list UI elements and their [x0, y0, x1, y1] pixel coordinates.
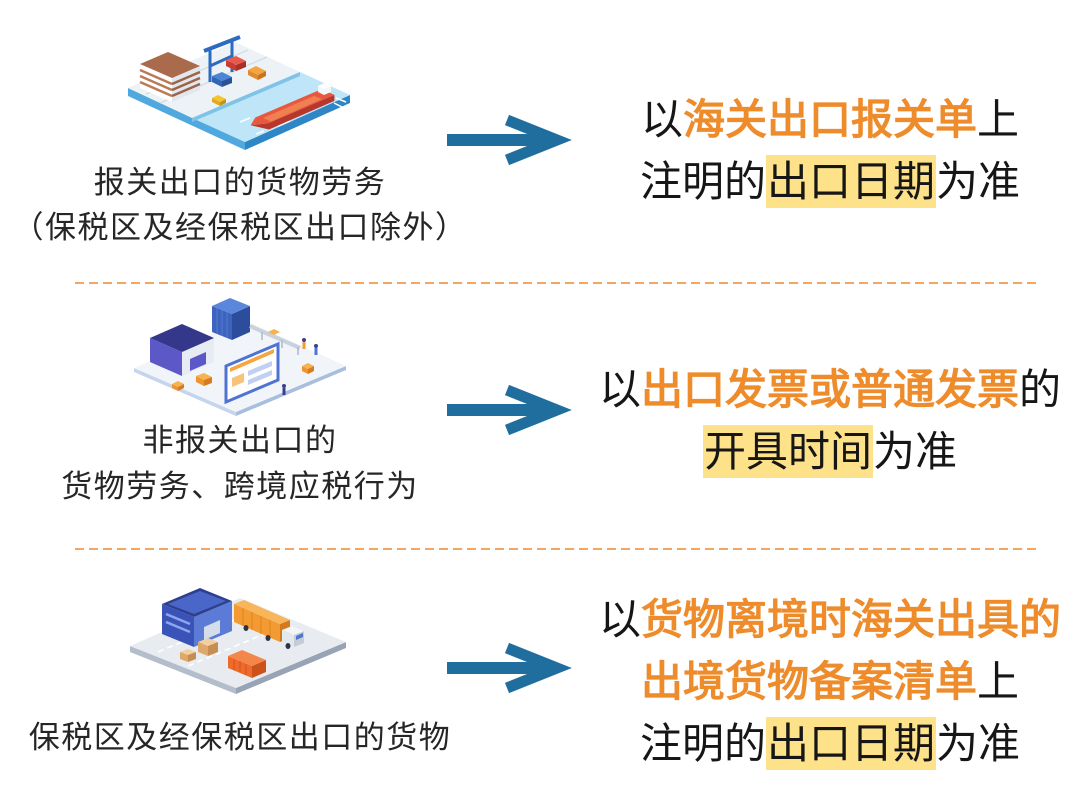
- shipping-containers: [212, 56, 266, 87]
- rule-text-plain: 为准: [873, 427, 958, 476]
- rule-text: 以出口发票或普通发票的 开具时间为准: [590, 359, 1070, 483]
- bonded-warehouse-truck-illustration-icon: [130, 588, 346, 694]
- rule-text-plain: 以: [640, 95, 683, 144]
- rule-text-plain: 以: [598, 595, 641, 644]
- rule-text-emphasis: 海关出口报关单: [682, 95, 977, 144]
- rule-text-emphasis: 货物离境时海关出具的: [641, 595, 1062, 644]
- workers: [282, 338, 318, 395]
- rule-text-highlight: 出口日期: [765, 155, 936, 208]
- caption-line: （保税区及经保税区出口除外）: [12, 210, 468, 246]
- arrow-right-icon: [447, 385, 572, 435]
- blue-warehouse: [162, 588, 232, 647]
- rule-text-plain: 的: [1019, 365, 1062, 414]
- rule-line: 以海关出口报关单上: [590, 89, 1070, 151]
- rule-text-highlight: 出口日期: [765, 717, 936, 770]
- orange-truck: [234, 600, 304, 649]
- caption-line: 保税区及经保税区出口的货物: [28, 720, 452, 756]
- rule-line: 注明的出口日期为准: [590, 151, 1070, 213]
- dashed-divider: [75, 282, 1040, 284]
- rule-line: 开具时间为准: [590, 421, 1070, 483]
- rule-text-plain: 为准: [936, 719, 1021, 768]
- rule-line: 以出口发票或普通发票的: [590, 359, 1070, 421]
- rule-line: 以货物离境时海关出具的: [590, 589, 1070, 651]
- rule-line: 出境货物备案清单上: [590, 651, 1070, 713]
- conveyor-belt: [249, 324, 301, 355]
- yard-platform: [130, 598, 346, 694]
- rule-text-highlight: 开具时间: [702, 425, 873, 478]
- rule-text: 以货物离境时海关出具的 出境货物备案清单上 注明的出口日期为准: [590, 589, 1070, 775]
- rule-text-plain: 注明的: [639, 719, 766, 768]
- stacked-boxes: [180, 638, 218, 662]
- rule-text-plain: 为准: [936, 157, 1021, 206]
- purple-warehouse: [150, 324, 214, 376]
- blue-container: [212, 298, 250, 340]
- caption-line: 非报关出口的: [142, 423, 338, 459]
- arrow-right-icon: [447, 115, 572, 165]
- port-illustration-icon: [128, 35, 350, 150]
- caption-line: 货物劳务、跨境应税行为: [61, 469, 419, 505]
- rule-text-plain: 上: [977, 657, 1020, 706]
- yellow-truck: [212, 95, 226, 106]
- rule-text-plain: 上: [977, 95, 1020, 144]
- rule-text-plain: 以: [598, 365, 641, 414]
- rule-text-emphasis: 出境货物备案清单: [640, 657, 977, 706]
- rule-line: 注明的出口日期为准: [590, 713, 1070, 775]
- cardboard-boxes: [172, 363, 314, 391]
- arrow-right-icon: [447, 643, 572, 693]
- rule-text: 以海关出口报关单上 注明的出口日期为准: [590, 89, 1070, 213]
- row-caption: 保税区及经保税区出口的货物: [0, 715, 480, 761]
- row-caption: 非报关出口的 货物劳务、跨境应税行为: [0, 418, 480, 510]
- warehouse-logistics-illustration-icon: [134, 298, 346, 416]
- dashed-divider: [75, 548, 1040, 550]
- caption-line: 报关出口的货物劳务: [93, 165, 387, 201]
- monitor-screen: [224, 341, 280, 405]
- row-caption: 报关出口的货物劳务 （保税区及经保税区出口除外）: [0, 161, 480, 251]
- rule-text-plain: 注明的: [639, 157, 766, 206]
- orange-shipping-container: [228, 650, 266, 678]
- cargo-ship: [250, 83, 347, 130]
- striped-warehouse: [139, 52, 201, 102]
- rule-text-emphasis: 出口发票或普通发票: [640, 365, 1019, 414]
